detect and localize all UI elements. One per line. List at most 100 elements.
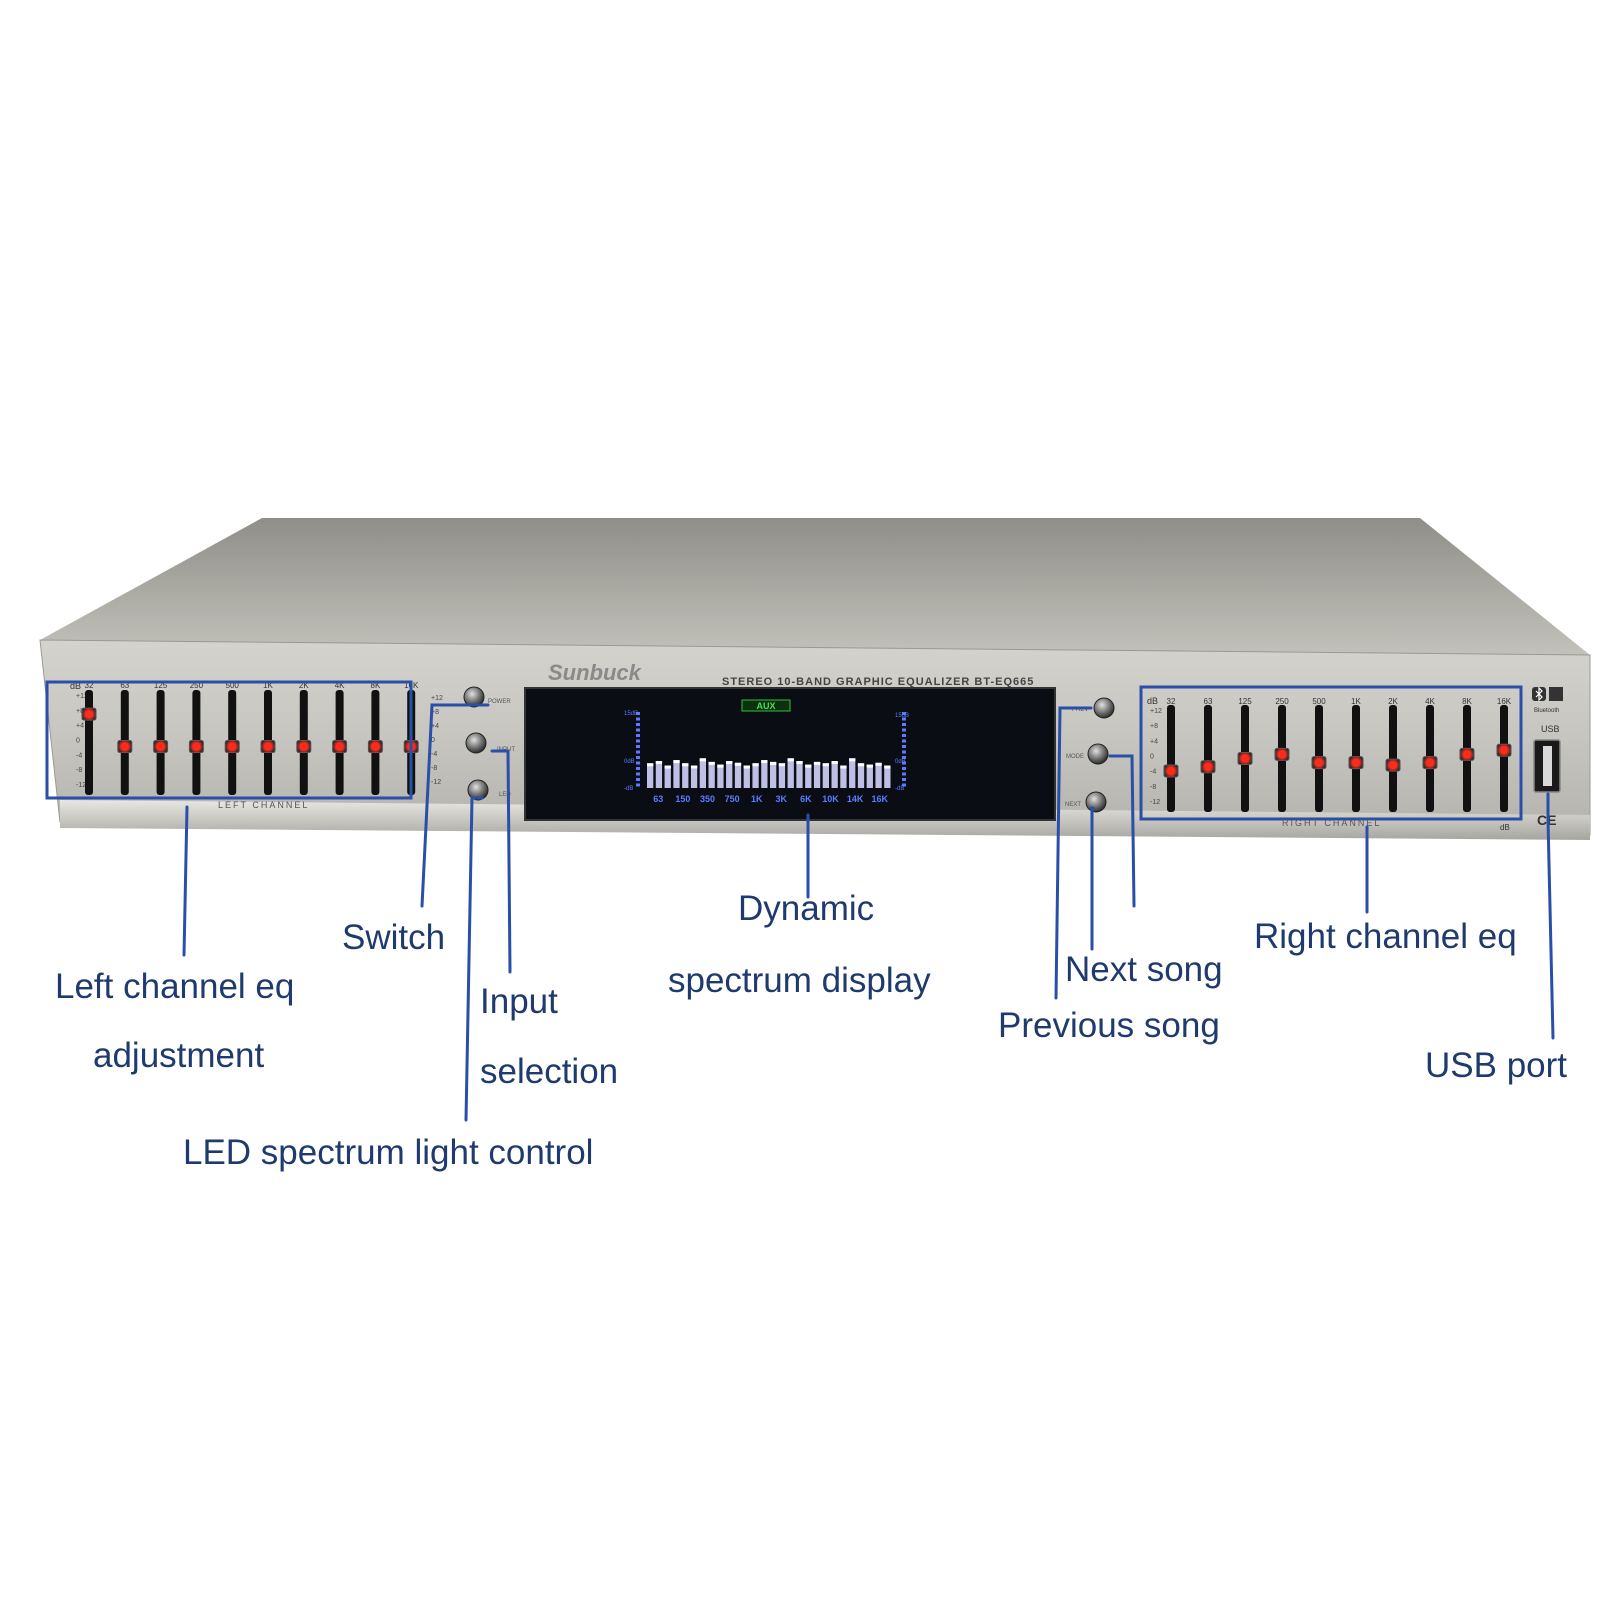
right-slider-led (1316, 759, 1322, 766)
display-ladder-left-segment (636, 745, 640, 748)
callout-dynamic-line2: spectrum display (668, 961, 931, 1000)
model-title: STEREO 10-BAND GRAPHIC EQUALIZER BT-EQ66… (722, 676, 1034, 688)
display-spectrum-bar (717, 764, 724, 788)
callout-input-line2: selection (480, 1052, 619, 1091)
display-ladder-right-segment (902, 783, 906, 787)
led-button[interactable] (467, 779, 489, 801)
right-channel-label: RIGHT CHANNEL (1282, 818, 1381, 828)
left-freq-label: 32 (85, 681, 94, 690)
next-button[interactable] (1085, 791, 1107, 813)
display-spectrum-bar (647, 763, 654, 788)
display-spectrum-bar-peak (717, 764, 724, 768)
display-spectrum-bar-peak (805, 764, 812, 768)
right-scale-label: -8 (1150, 784, 1156, 791)
display-ladder-right-segment (902, 739, 906, 743)
left-channel-label: LEFT CHANNEL (218, 800, 309, 810)
display-spectrum-bar (690, 765, 698, 788)
display-spectrum-bar-peak (840, 765, 847, 769)
display-ladder-left-segment (636, 783, 640, 787)
center-scale-label: 0 (431, 737, 435, 744)
display-spectrum-bar-peak (813, 761, 821, 765)
display-spectrum-bar (849, 758, 856, 788)
display-freq-label: 16K (871, 794, 888, 804)
previous-button[interactable] (1093, 697, 1115, 719)
right-slider-led (1464, 751, 1470, 758)
bluetooth-label: Bluetooth (1534, 708, 1559, 714)
callout-input-line1: Input (480, 982, 558, 1021)
display-freq-label: 3K (776, 794, 788, 804)
usb-port[interactable] (1533, 739, 1561, 793)
left-freq-label: 8K (371, 681, 381, 690)
right-db-label: dB (1147, 696, 1158, 706)
left-freq-label: 1K (263, 681, 273, 690)
display-spectrum-bar (726, 761, 733, 788)
display-ladder-left-segment (636, 728, 640, 732)
display-spectrum-bar-peak (822, 763, 829, 767)
right-freq-label: 16K (1497, 697, 1512, 706)
display-spectrum-bar (664, 765, 671, 788)
display-spectrum-bar-peak (664, 765, 671, 769)
display-spectrum-bar (857, 763, 865, 788)
left-slider-led (157, 743, 164, 750)
callout-switch: Switch (342, 918, 446, 957)
display-spectrum-bar (743, 765, 750, 788)
right-freq-label: 1K (1351, 697, 1361, 706)
right-slider-led (1390, 762, 1396, 769)
mode-label: MODE (1066, 754, 1084, 760)
brand-logo: Sunbuck (548, 660, 643, 685)
right-slider-led (1168, 767, 1174, 774)
display-spectrum-bar (761, 760, 768, 788)
display-spectrum-bar (866, 764, 873, 788)
next-label: NEXT (1065, 802, 1081, 808)
display-ladder-right-segment (902, 717, 906, 721)
left-slider-led (300, 743, 307, 750)
display-db-mid-left: 0dB (624, 759, 635, 765)
display-ladder-right-segment (902, 734, 906, 737)
right-scale-label: 0 (1150, 754, 1154, 761)
display-freq-label: 14K (847, 794, 864, 804)
right-scale-label: +4 (1150, 738, 1158, 745)
left-scale-label: -4 (76, 752, 82, 759)
right-freq-label: 8K (1462, 697, 1472, 706)
center-scale-label: +4 (431, 723, 439, 730)
display-freq-label: 750 (725, 794, 740, 804)
display-ladder-left-segment (636, 778, 640, 781)
left-freq-label: 2K (299, 681, 309, 690)
display-ladder-left-segment (636, 761, 640, 765)
display-ladder-left-segment (636, 739, 640, 743)
right-freq-label: 250 (1275, 697, 1289, 706)
right-db-label-bottom: dB (1500, 823, 1510, 832)
mode-button[interactable] (1087, 743, 1109, 765)
display-db-top-right: 15dB (895, 713, 909, 719)
input-button[interactable] (465, 732, 487, 754)
display-spectrum-bar-peak (796, 761, 803, 764)
left-freq-label: 4K (335, 681, 345, 690)
display-freq-label: 150 (675, 794, 690, 804)
display-spectrum-bar-peak (857, 763, 865, 767)
left-freq-label: 125 (154, 681, 168, 690)
display-spectrum-bar-peak (708, 761, 715, 765)
leader-mode (1090, 806, 1095, 951)
display-ladder-left-segment (636, 717, 640, 721)
display-spectrum-bar-peak (690, 765, 698, 769)
leader-lines (182, 703, 1555, 1122)
display-spectrum-bar-peak (866, 764, 873, 768)
display-ladder-left-segment (636, 772, 640, 776)
left-scale-label: -12 (76, 782, 86, 789)
right-scale-label: -4 (1150, 769, 1156, 776)
left-slider-track (85, 690, 93, 795)
power-button[interactable] (463, 686, 485, 708)
bluetooth-logo-box (1549, 687, 1563, 701)
left-slider-led (193, 743, 200, 750)
display-ladder-right-segment (902, 712, 906, 715)
display-spectrum-bar (813, 761, 821, 788)
display-spectrum-bar-peak (831, 761, 838, 764)
right-scale-label: -12 (1150, 799, 1160, 806)
chassis-top (40, 518, 1590, 655)
left-db-scale: +12+8+40-4-8-12 (76, 693, 88, 789)
right-slider-led (1279, 751, 1285, 758)
